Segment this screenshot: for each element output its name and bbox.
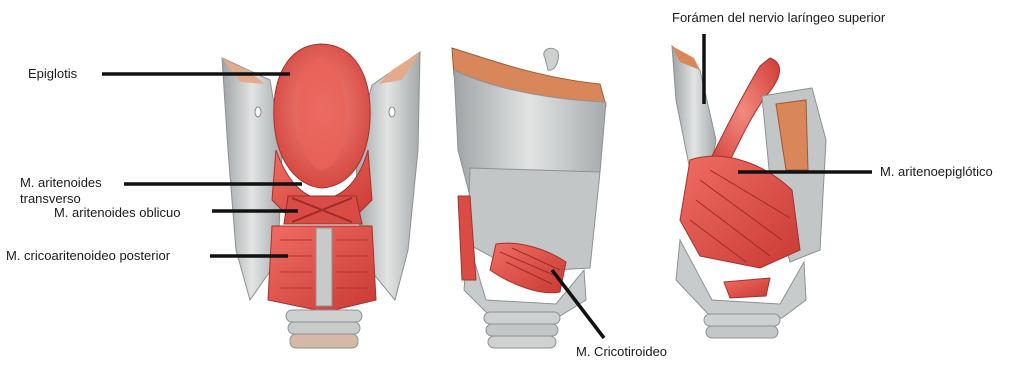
label-cricoaritenoideo-posterior: M. cricoaritenoideo posterior — [6, 248, 170, 264]
posterior-view — [222, 44, 420, 348]
oblique-view — [672, 46, 826, 338]
label-cricotiroideo: M. Cricotiroideo — [576, 344, 667, 360]
label-aritenoides-transverso-line1: M. aritenoides — [20, 175, 102, 191]
label-aritenoepiglotico: M. aritenoepiglótico — [880, 164, 993, 180]
label-aritenoides-oblicuo: M. aritenoides oblicuo — [54, 205, 180, 221]
lateral-view — [452, 48, 606, 348]
label-epiglotis: Epiglotis — [28, 66, 77, 82]
label-foramen: Forámen del nervio laríngeo superior — [672, 10, 885, 26]
